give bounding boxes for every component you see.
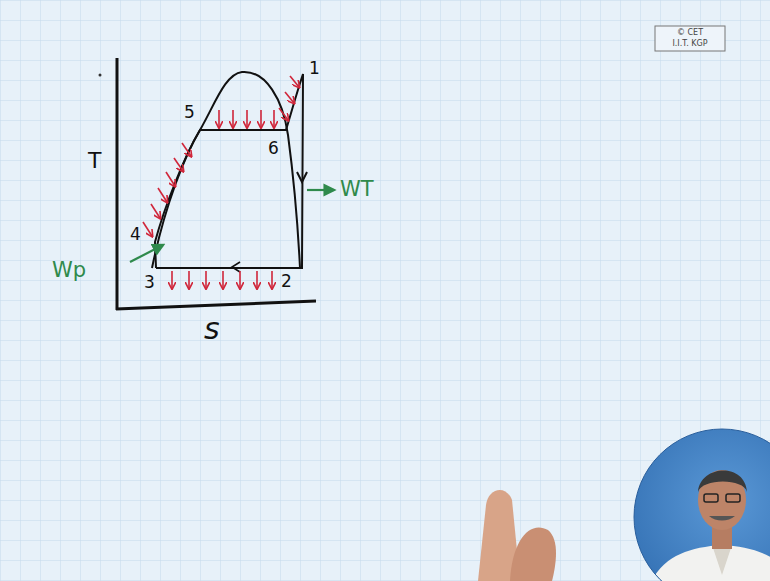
heat-out-arrows [172,271,272,288]
state-number: 6 [268,140,279,157]
rankine-cycle-path [155,74,303,268]
state-number: 5 [184,104,195,121]
saturation-dome [152,72,300,268]
state-number: 1 [309,60,320,77]
turbine-work-arrow [307,189,334,191]
work-label: WT [340,179,374,200]
heat-in-arrows [143,76,299,236]
watermark-text: I.I.T. KGP [672,40,707,48]
ink-dot [99,74,102,77]
entropy-axis [116,301,316,309]
temperature-axis [116,58,119,310]
axis-label: s [204,314,220,344]
watermark-text: © CET [677,29,703,37]
watermark-box [655,26,725,51]
presenter-inset [630,425,770,581]
inset-border [634,429,770,581]
axis-label: T [88,150,101,172]
flow-arrow [297,172,307,182]
flow-arrow [232,262,240,272]
state-number: 3 [144,274,155,291]
pump-work-arrow [130,245,163,262]
work-label: Wp [52,260,86,281]
hand-knuckle [510,527,556,581]
state-number: 4 [130,226,141,243]
state-number: 2 [281,273,292,290]
